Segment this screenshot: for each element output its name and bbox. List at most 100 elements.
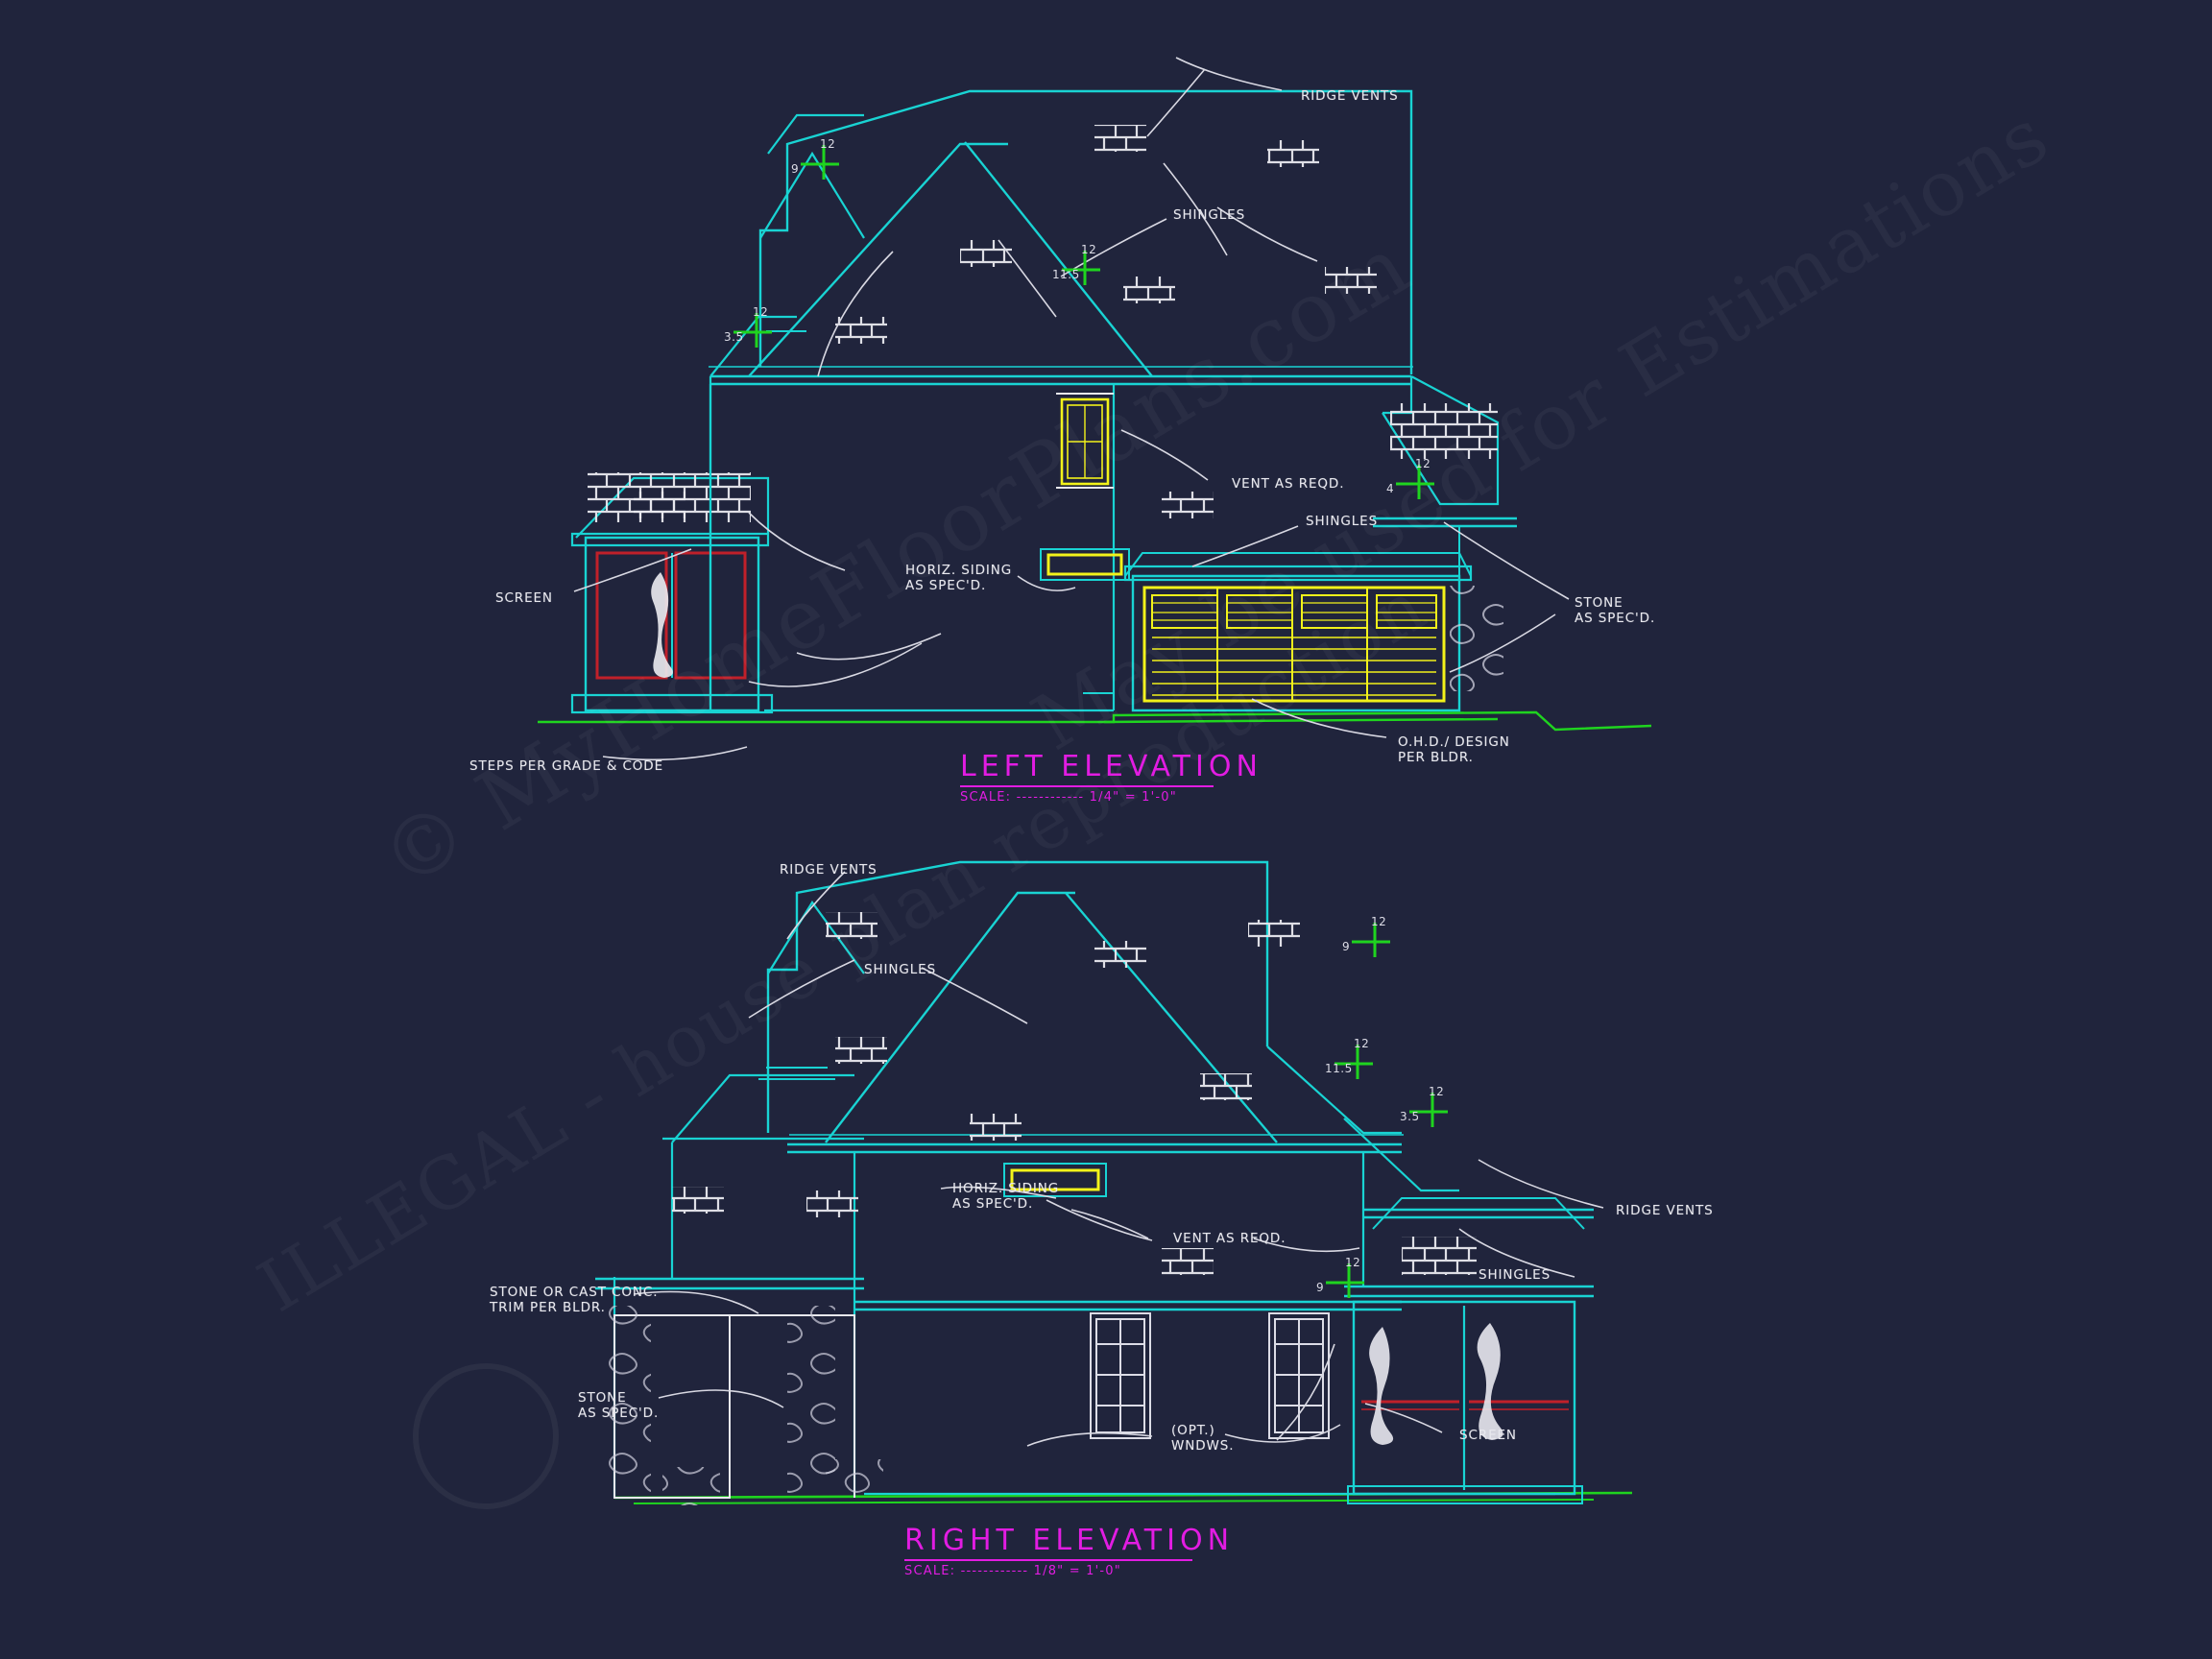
- gable-top: [767, 113, 864, 155]
- grade-line-right-2: [633, 1499, 1595, 1504]
- foundation-box-left2: [730, 1314, 855, 1498]
- pitch-run-pitch-12-11-5: 12: [1354, 1037, 1370, 1050]
- pitch-rise-pitch-12-9-upper: 9: [1342, 940, 1351, 953]
- pitch-run-pitch-12-9-upper: 12: [1371, 915, 1387, 928]
- roof-hip-right: [964, 141, 1153, 377]
- annotation-screen: SCREEN: [495, 590, 553, 606]
- porch-base: [570, 693, 774, 714]
- roof-shingle-hatches-left: [634, 125, 1377, 518]
- pitch-rise-pitch-12-9: 9: [791, 162, 800, 176]
- pitch-rise-pitch-12-9-lower: 9: [1316, 1281, 1325, 1294]
- right-scale-value: 1/8" = 1'-0": [1033, 1564, 1121, 1578]
- pitch-marker-pitch-12-9: 12 9: [791, 137, 856, 187]
- annotation-shingles-lower: SHINGLES: [1306, 514, 1379, 529]
- grade-line-left-2: [1103, 717, 1499, 724]
- roof-outline-upper: [758, 89, 1413, 374]
- right-scale-dashes: ------------: [960, 1564, 1029, 1578]
- right-upper-left-roof: [671, 1073, 854, 1143]
- left-title-underline: [960, 785, 1214, 787]
- garage-block: [1131, 574, 1461, 712]
- annotation-horiz-siding: HORIZ. SIDING AS SPEC'D.: [952, 1181, 1060, 1212]
- right-roof-hip-right: [1065, 892, 1278, 1143]
- pitch-run-pitch-12-11-5: 12: [1081, 243, 1097, 256]
- annotation-ohd-design: O.H.D./ DESIGN PER BLDR.: [1398, 734, 1510, 765]
- right-title-underline: [904, 1559, 1192, 1561]
- right-elevation-title-block: RIGHT ELEVATION SCALE: ------------ 1/8"…: [904, 1524, 1235, 1578]
- annotation-ridge-vents-left: RIDGE VENTS: [780, 862, 878, 878]
- annotation-horiz-siding: HORIZ. SIDING AS SPEC'D.: [905, 563, 1013, 593]
- annotation-vent-as-reqd: VENT AS REQD.: [1232, 476, 1345, 492]
- left-scale-value: 1/4" = 1'-0": [1089, 790, 1177, 805]
- garage-door-stiles: [1216, 588, 1368, 701]
- transom-vent: [1046, 553, 1123, 576]
- annotation-ridge-vents-right: RIDGE VENTS: [1616, 1203, 1714, 1218]
- left-scale-label: SCALE:: [960, 790, 1012, 805]
- annotation-steps-per-grade: STEPS PER GRADE & CODE: [469, 758, 664, 774]
- pitch-rise-pitch-12-3-5: 3.5: [724, 330, 744, 344]
- porch-glass-glyph-left: [1369, 1327, 1394, 1445]
- pitch-marker-pitch-12-9-upper: 12 9: [1342, 915, 1407, 965]
- annotation-stone-or-cast: STONE OR CAST CONC. TRIM PER BLDR.: [490, 1285, 659, 1315]
- annotation-shingles-right: SHINGLES: [1479, 1267, 1551, 1283]
- right-wing-roof: [1266, 1046, 1402, 1135]
- pitch-run-pitch-12-9-lower: 12: [1345, 1256, 1361, 1269]
- right-roof-outline: [766, 860, 1269, 1133]
- pitch-marker-pitch-12-4: 12 4: [1386, 457, 1452, 507]
- right-roof-hip-left: [825, 891, 1075, 1143]
- annotation-stone-as-specd: STONE AS SPEC'D.: [578, 1390, 660, 1421]
- pitch-marker-pitch-12-9-lower: 12 9: [1316, 1256, 1382, 1306]
- garage-roof-trim: [1124, 552, 1472, 577]
- right-elevation-title: RIGHT ELEVATION: [904, 1524, 1235, 1557]
- upper-window-frame: [1060, 397, 1110, 486]
- pitch-run-pitch-12-3-5: 12: [753, 305, 769, 319]
- right-elevation-scale: SCALE: ------------ 1/8" = 1'-0": [904, 1564, 1192, 1578]
- pitch-rise-pitch-12-11-5: 11.5: [1325, 1062, 1353, 1075]
- garage-door-outer: [1142, 586, 1446, 703]
- left-elevation-title: LEFT ELEVATION: [960, 750, 1262, 783]
- pitch-rise-pitch-12-3-5: 3.5: [1400, 1110, 1420, 1123]
- left-scale-dashes: ------------: [1016, 790, 1085, 805]
- screen-reflection-glyph: [651, 572, 673, 678]
- right-transom-outer: [1003, 1163, 1107, 1197]
- garage-header: [1123, 565, 1473, 582]
- upper-window-muntins: [1068, 405, 1102, 478]
- right-left-gable: [767, 901, 865, 974]
- garage-door-lites: [1152, 602, 1436, 621]
- porch-box: [584, 536, 760, 712]
- stone-hatch-a: [603, 1306, 651, 1498]
- right-transom-vent: [1010, 1168, 1100, 1191]
- left-elevation-graphic: [538, 57, 1652, 761]
- left-gable: [759, 151, 865, 239]
- pitch-run-pitch-12-4: 12: [1415, 457, 1431, 470]
- right-elevation-graphic: [595, 860, 1633, 1505]
- transom-outer: [1040, 548, 1130, 581]
- annotation-ridge-vents: RIDGE VENTS: [1301, 88, 1399, 104]
- right-scale-label: SCALE:: [904, 1564, 956, 1578]
- annotation-vent-as-reqd: VENT AS REQD.: [1173, 1231, 1286, 1246]
- pitch-rise-pitch-12-4: 4: [1386, 482, 1395, 495]
- pitch-run-pitch-12-9: 12: [820, 137, 836, 151]
- annotation-shingles-upper: SHINGLES: [1173, 207, 1246, 223]
- right-wing-roof2: [1343, 1118, 1459, 1192]
- left-elevation-title-block: LEFT ELEVATION SCALE: ------------ 1/4" …: [960, 750, 1262, 805]
- pitch-rise-pitch-12-11-5: 11.5: [1052, 268, 1080, 281]
- pitch-run-pitch-12-3-5: 12: [1429, 1085, 1445, 1098]
- annotation-stone-as-specd: STONE AS SPEC'D.: [1575, 595, 1656, 626]
- left-wing-roof: [709, 315, 797, 377]
- annotation-opt-windows: (OPT.) WNDWS.: [1171, 1423, 1235, 1454]
- porch-glass-glyph-right: [1477, 1323, 1503, 1440]
- annotation-screen: SCREEN: [1459, 1428, 1517, 1443]
- annotation-shingles-upper: SHINGLES: [864, 962, 937, 977]
- left-elevation-scale: SCALE: ------------ 1/4" = 1'-0": [960, 790, 1214, 805]
- right-porch-roof: [1372, 1197, 1585, 1230]
- roof-shingle-hatches-right: [672, 912, 1477, 1275]
- stone-hatch-c: [662, 1467, 720, 1505]
- right-porch-box: [1352, 1300, 1576, 1496]
- roof-ridge-hip: [748, 142, 1008, 377]
- grade-line-left: [538, 710, 1652, 732]
